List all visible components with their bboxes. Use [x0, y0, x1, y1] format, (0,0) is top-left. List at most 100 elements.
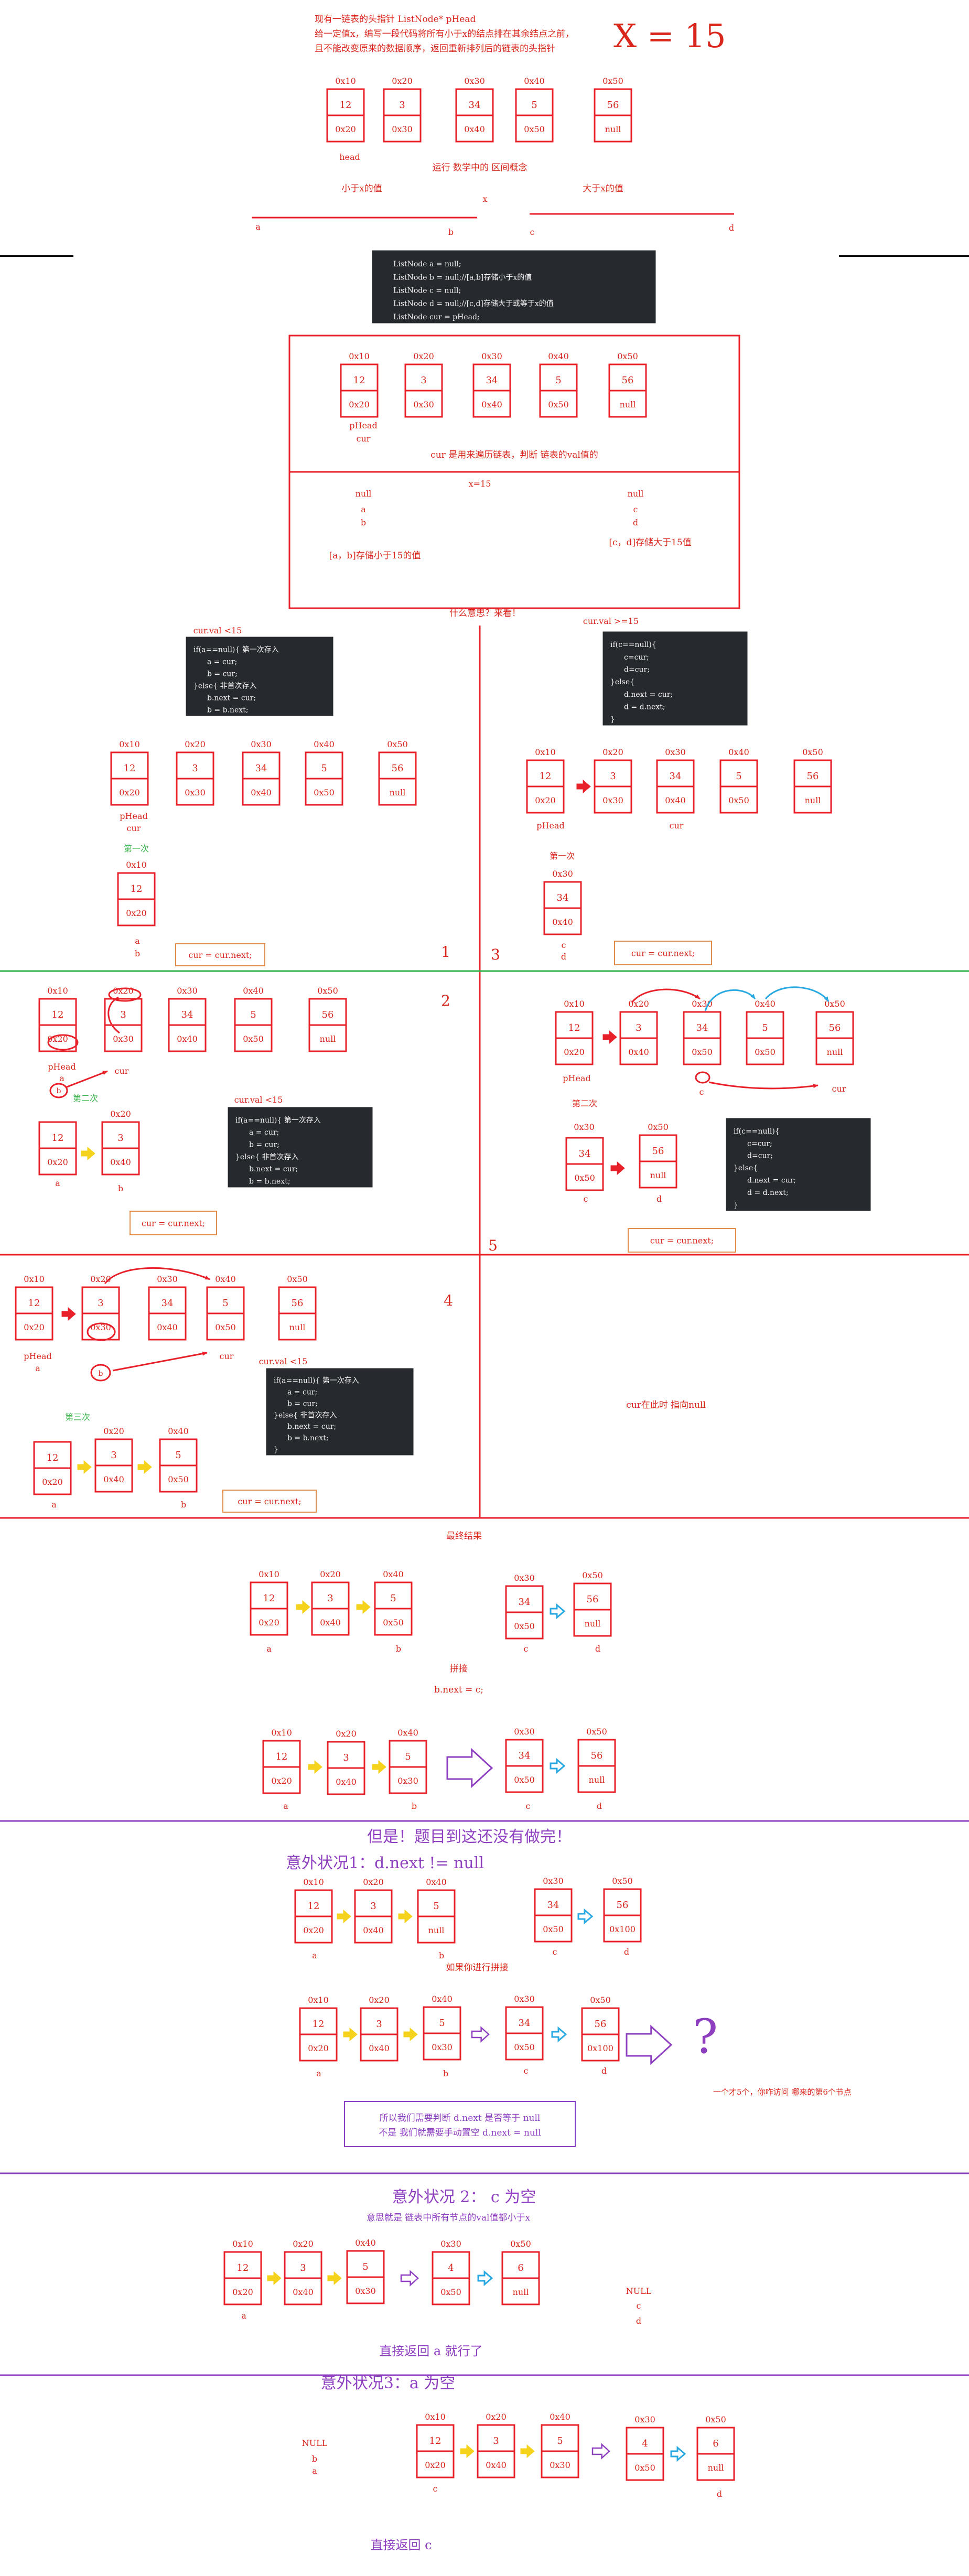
node-value: 12 [429, 2435, 442, 2446]
code-line: d = d.next; [747, 1189, 789, 1197]
node-value: 6 [518, 2262, 523, 2273]
node-value: 12 [568, 1022, 580, 1033]
circled-next [47, 1034, 79, 1051]
cur-next-text: cur = cur.next; [650, 1236, 714, 1246]
orange-box [175, 943, 265, 966]
node-value: 34 [696, 1022, 708, 1033]
d-label: d [595, 1644, 600, 1654]
node-address: 0x20 [90, 1274, 111, 1284]
node-address: 0x20 [363, 1877, 384, 1887]
a-label: a [135, 936, 140, 946]
splice-label: 拼接 [450, 1664, 468, 1674]
b-label: b [412, 1801, 417, 1811]
orange-box [614, 941, 712, 965]
curve-arrow [107, 996, 120, 1034]
b-label: b [396, 1644, 401, 1654]
node-next: 0x50 [514, 1621, 535, 1631]
node-next: 0x50 [440, 2287, 461, 2297]
node-address: 0x10 [335, 76, 356, 86]
node-address: 0x20 [320, 1569, 341, 1579]
node-address: 0x40 [432, 1994, 453, 2004]
node-value: 5 [362, 2261, 368, 2272]
node-next: 0x30 [413, 400, 434, 409]
node-address: 0x40 [755, 999, 776, 1009]
code-line: } [274, 1446, 278, 1454]
code-line: a = cur; [207, 658, 237, 666]
yellow-link-arrow [267, 2271, 282, 2286]
node-value: 3 [327, 1593, 333, 1604]
c-label: c [699, 1087, 704, 1097]
node-next: 0x20 [308, 2043, 329, 2053]
b-label: b [99, 1370, 103, 1378]
d-label: d [624, 1947, 629, 1957]
purple-hollow-arrow [471, 2026, 490, 2043]
node-next: 0x20 [259, 1618, 279, 1627]
node-next: 0x30 [432, 2042, 453, 2052]
but-title: 但是！题目到这还没有做完！ [367, 1828, 572, 1846]
addr-jump-arrow [631, 988, 701, 1003]
addr-jump-arrow-blue [704, 989, 756, 1011]
yellow-link-arrow [403, 2027, 418, 2042]
node-address: 0x40 [215, 1274, 236, 1284]
cur-description: cur 是用来遍历链表，判断 链表的val值的 [430, 450, 598, 460]
code-line: if(a==null){ 第一次存入 [274, 1376, 359, 1385]
node-address: 0x20 [486, 2412, 507, 2422]
question-mark: ? [693, 2009, 718, 2064]
node-address: 0x50 [648, 1122, 669, 1132]
code-line: d=cur; [747, 1152, 773, 1160]
cyan-link-arrow [477, 2270, 493, 2287]
node-value: 3 [376, 2019, 382, 2030]
node-next: 0x50 [692, 1047, 713, 1057]
node-address: 0x40 [243, 986, 264, 996]
node-value: 3 [192, 763, 198, 774]
node-next: null [650, 1170, 666, 1180]
code-line: a = cur; [249, 1128, 279, 1137]
node-address: 0x10 [259, 1569, 279, 1579]
code-line: }else{ 非首次存入 [235, 1153, 299, 1161]
code-line: b = cur; [249, 1140, 279, 1149]
node-next: 0x30 [355, 2286, 376, 2296]
step-1: 1 [441, 943, 450, 961]
node-next: 0x50 [514, 2042, 535, 2052]
circled-b [90, 1364, 111, 1382]
node-value: 56 [392, 763, 404, 774]
a-label: a [35, 1363, 40, 1373]
final-result-title: 最终结果 [446, 1531, 482, 1542]
node-next: 0x20 [535, 795, 556, 805]
node-value: 3 [421, 375, 426, 386]
node-next: 0x50 [215, 1322, 236, 1332]
cyan-link-arrow [551, 2026, 567, 2043]
case2-title: 意外状况 2： c 为空 [392, 2188, 536, 2206]
phead-label: pHead [349, 421, 377, 430]
node-value: 12 [237, 2262, 249, 2273]
node-next: null [390, 788, 406, 797]
cur-label: cur [670, 821, 684, 831]
case1-box-line-1: 所以我们需要判断 d.next 是否等于 null [380, 2113, 541, 2124]
a-label: a [312, 2466, 317, 2476]
circled-next [87, 1322, 116, 1341]
node-address: 0x50 [802, 747, 823, 757]
gt-code-block-2: if(c==null){c=cur;d=cur;}else{d.next = c… [726, 1118, 871, 1211]
code-line: c=cur; [624, 653, 649, 662]
cur-next-text: cur = cur.next; [238, 1496, 301, 1506]
node-address: 0x20 [336, 1729, 357, 1739]
code-bg [228, 1107, 373, 1188]
node-next: 0x50 [543, 1924, 564, 1934]
step-5: 5 [488, 1237, 498, 1254]
a-label: a [316, 2068, 321, 2078]
code-line: d.next = cur; [624, 691, 673, 699]
code-line: d = d.next; [624, 703, 665, 712]
code-line: c=cur; [747, 1139, 772, 1148]
code-line: ListNode b = null;//[a,b]存储小于x的值 [393, 273, 532, 282]
